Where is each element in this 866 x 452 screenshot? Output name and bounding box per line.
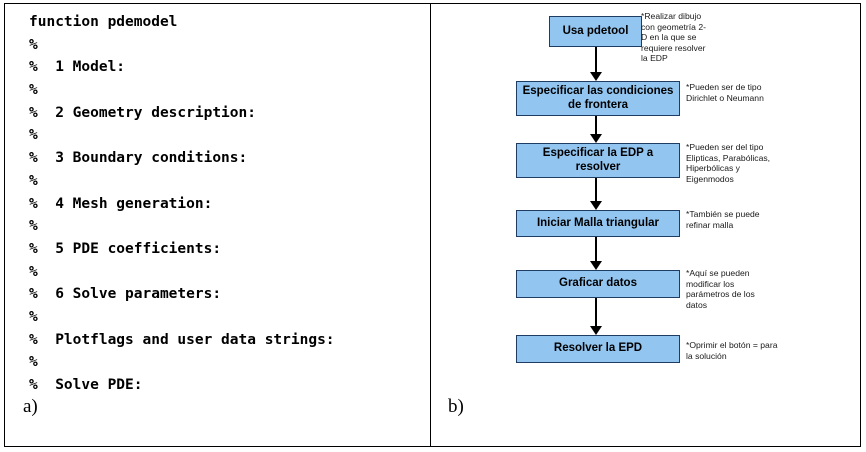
code-listing: function pdemodel% % 1 Model:% % 2 Geometr… bbox=[29, 11, 335, 397]
arrow-head-icon bbox=[590, 326, 602, 335]
arrow-head-icon bbox=[590, 72, 602, 81]
code-line: % 3 Boundary conditions: bbox=[29, 150, 248, 167]
code-line: % 4 Mesh generation: bbox=[29, 195, 213, 212]
code-line: % 2 Geometry description: bbox=[29, 104, 256, 121]
figure-frame: function pdemodel% % 1 Model:% % 2 Geometr… bbox=[4, 3, 861, 447]
code-line: % Plotflags and user data strings: bbox=[29, 331, 335, 348]
code-line: % 5 PDE coefficients: bbox=[29, 240, 222, 257]
flow-node[interactable]: Resolver la EPD bbox=[516, 335, 680, 363]
code-line: function pdemodel bbox=[29, 14, 178, 30]
flow-node[interactable]: Graficar datos bbox=[516, 270, 680, 298]
code-line: % bbox=[29, 263, 38, 280]
panel-divider bbox=[430, 4, 431, 446]
flow-note: *Pueden ser del tipo Elipticas, Parabóli… bbox=[686, 142, 771, 184]
panel-b-flowchart: Usa pdetool*Realizar dibujo con geometrí… bbox=[431, 4, 862, 446]
panel-b-label: b) bbox=[448, 396, 464, 417]
flow-arrow-down bbox=[589, 116, 603, 143]
code-line: % Solve PDE: bbox=[29, 377, 143, 393]
code-line: % bbox=[29, 354, 38, 371]
arrow-head-icon bbox=[590, 134, 602, 143]
flow-note: *Realizar dibujo con geometría 2-D en la… bbox=[641, 11, 706, 64]
code-line: % bbox=[29, 82, 38, 99]
arrow-stem bbox=[595, 116, 597, 135]
flow-note: *Oprimir el botón = para la solución bbox=[686, 340, 778, 361]
flow-note: *Pueden ser de tipo Dirichlet o Neumann bbox=[686, 82, 764, 103]
code-line: % bbox=[29, 127, 38, 144]
arrow-stem bbox=[595, 178, 597, 202]
flow-note: *Aquí se pueden modificar los parámetros… bbox=[686, 268, 755, 310]
flow-arrow-down bbox=[589, 298, 603, 335]
panel-a-label: a) bbox=[23, 396, 38, 417]
flow-note: *También se puede refinar malla bbox=[686, 209, 760, 230]
panel-a-code: function pdemodel% % 1 Model:% % 2 Geometr… bbox=[5, 4, 430, 446]
arrow-head-icon bbox=[590, 261, 602, 270]
flow-arrow-down bbox=[589, 178, 603, 210]
arrow-head-icon bbox=[590, 201, 602, 210]
flow-node[interactable]: Iniciar Malla triangular bbox=[516, 210, 680, 237]
code-line: % 1 Model: bbox=[29, 59, 126, 76]
flow-node[interactable]: Usa pdetool bbox=[549, 16, 642, 47]
flow-arrow-down bbox=[589, 47, 603, 81]
code-line: % bbox=[29, 172, 38, 189]
arrow-stem bbox=[595, 298, 597, 327]
arrow-stem bbox=[595, 47, 597, 73]
flow-arrow-down bbox=[589, 237, 603, 270]
code-line: % bbox=[29, 36, 38, 53]
code-line: % 6 Solve parameters: bbox=[29, 286, 222, 303]
code-line: % bbox=[29, 218, 38, 235]
code-line: % bbox=[29, 308, 38, 325]
flow-node[interactable]: Especificar la EDP a resolver bbox=[516, 143, 680, 178]
flow-node[interactable]: Especificar las condiciones de frontera bbox=[516, 81, 680, 116]
arrow-stem bbox=[595, 237, 597, 262]
